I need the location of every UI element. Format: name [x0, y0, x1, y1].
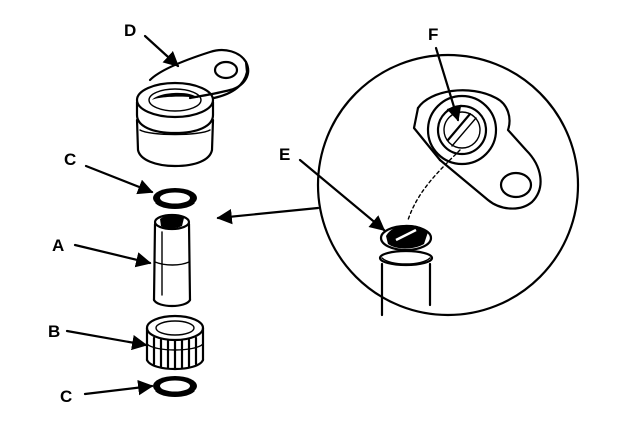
leader-arrow-e [298, 158, 386, 232]
leader-arrow-detail [216, 206, 320, 225]
leader-arrow-c-top [84, 164, 154, 195]
callout-b: B [48, 322, 60, 341]
part-d-lever-arm [135, 48, 250, 168]
part-a-shaft [152, 213, 192, 308]
leader-arrows [65, 34, 462, 396]
leader-arrow-f [434, 46, 462, 122]
callout-e: E [279, 145, 290, 164]
part-c-top-o-ring [153, 188, 197, 209]
leader-arrow-b [65, 329, 148, 351]
callout-d: D [124, 21, 136, 40]
callout-f: F [428, 25, 438, 44]
detail-circle [316, 53, 580, 317]
part-c-bottom-o-ring [153, 376, 197, 397]
part-b-needle-bearing [145, 314, 205, 371]
leader-arrow-d [143, 34, 180, 68]
callout-c-top: C [64, 150, 76, 169]
callout-a: A [52, 236, 64, 255]
callout-c-bottom: C [60, 387, 72, 406]
leader-arrow-a [73, 243, 152, 268]
leader-arrow-c-bottom [83, 379, 154, 396]
